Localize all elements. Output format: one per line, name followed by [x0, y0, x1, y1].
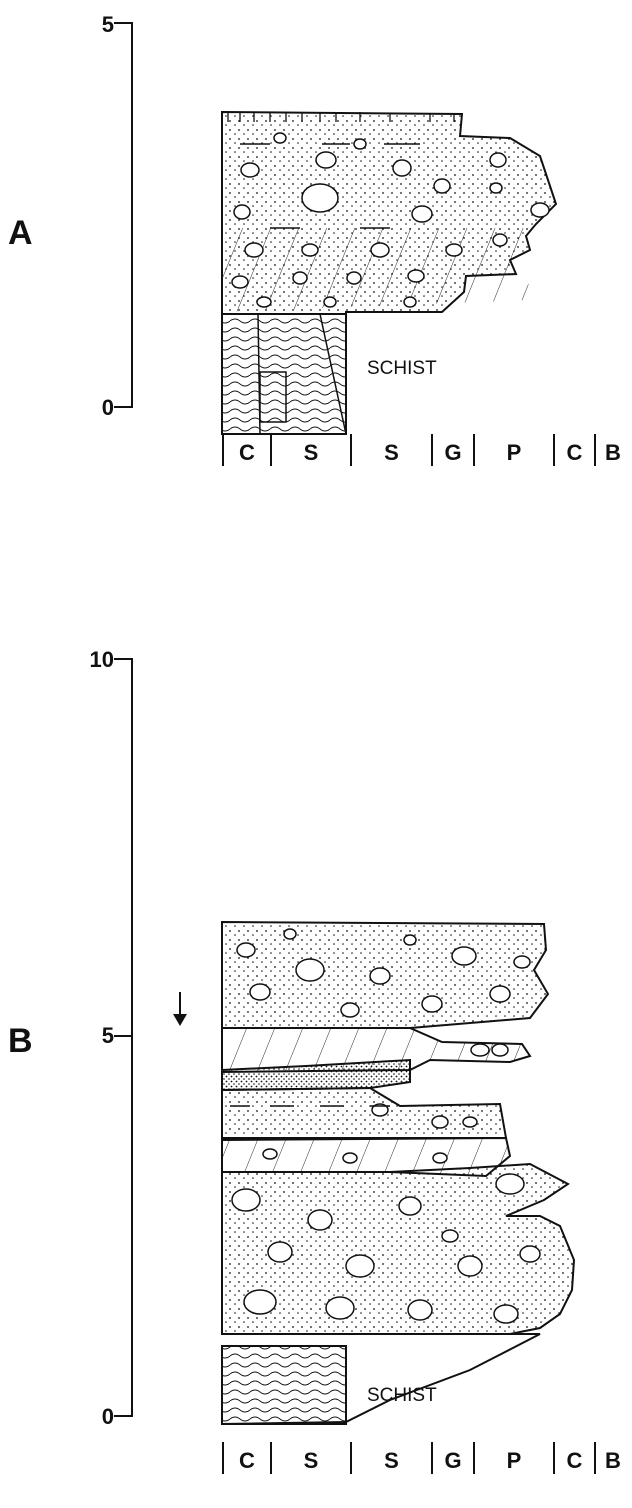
- grain-col-cobble: C: [555, 434, 596, 466]
- scale-top-label-b: 10: [89, 647, 114, 672]
- stratigraphic-log-a: [221, 110, 558, 435]
- grain-size-scale-b: C S S G P C B: [222, 1442, 630, 1474]
- scale-tick-bottom-a: [114, 406, 132, 408]
- stratigraphic-log-b: [221, 920, 576, 1425]
- schist-label-a: SCHIST: [367, 358, 437, 379]
- scale-tick-top-a: [114, 22, 132, 24]
- grain-col-pebble: P: [475, 434, 555, 466]
- scale-tick-mid-b: [114, 1035, 132, 1037]
- grain-col-clay: C: [224, 1442, 272, 1474]
- scale-tick-top-b: [114, 658, 132, 660]
- grain-col-silt: S: [272, 434, 352, 466]
- scale-bottom-label-a: 0: [101, 395, 114, 420]
- schist-basement-b: [221, 1345, 347, 1425]
- scale-tick-bottom-b: [114, 1415, 132, 1417]
- scale-bottom-label-b: 0: [101, 1404, 114, 1429]
- lower-conglomerate-b: [221, 1162, 576, 1335]
- grain-col-boulder: B: [605, 440, 621, 465]
- schist-basement-a: [221, 313, 347, 435]
- panel-label-b: B: [8, 1022, 33, 1060]
- vertical-scale-a: [131, 22, 133, 408]
- clasts-a: [231, 132, 550, 308]
- soil-top-a: [227, 112, 455, 122]
- arrow-down-icon: [173, 992, 187, 1026]
- grain-col-cobble: C: [555, 1442, 596, 1474]
- grain-col-sand: S: [352, 434, 433, 466]
- schist-label-b: SCHIST: [367, 1385, 437, 1406]
- scale-top-label-a: 5: [101, 12, 114, 37]
- vertical-scale-b: [131, 658, 133, 1417]
- middle-beds-b: [221, 1086, 508, 1139]
- grain-col-granule: G: [433, 434, 475, 466]
- grain-col-sand: S: [352, 1442, 433, 1474]
- grain-col-pebble: P: [475, 1442, 555, 1474]
- clasts-b: [231, 928, 541, 1324]
- grain-col-clay: C: [224, 434, 272, 466]
- grain-col-silt: S: [272, 1442, 352, 1474]
- scale-mid-label-b: 5: [101, 1023, 114, 1048]
- panel-label-a: A: [8, 214, 33, 252]
- grain-col-granule: G: [433, 1442, 475, 1474]
- grain-col-boulder: B: [605, 1448, 621, 1473]
- partings-a: [240, 143, 420, 229]
- grain-size-scale-a: C S S G P C B: [222, 434, 630, 466]
